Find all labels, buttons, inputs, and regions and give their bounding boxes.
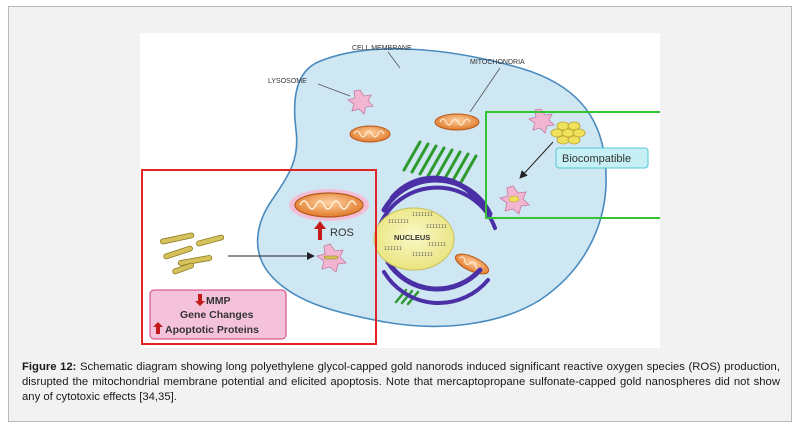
golgi-apparatus	[378, 175, 497, 305]
red-outline-box	[141, 169, 377, 345]
lysosome-right	[528, 108, 555, 134]
svg-text:IIIIIII: IIIIIII	[426, 224, 447, 230]
mmp-label: MMP	[206, 295, 231, 307]
figure-caption: Figure 12: Schematic diagram showing lon…	[22, 360, 780, 416]
mitochondrion-top-right	[434, 113, 480, 131]
lysosome-pointer	[317, 83, 351, 97]
ros-label: ROS	[330, 227, 354, 239]
toxic-effects-panel: MMP Gene Changes Apoptotic Proteins	[149, 289, 287, 340]
svg-text:IIIIII: IIIIII	[428, 242, 446, 248]
biocompatible-label: Biocompatible	[562, 153, 631, 165]
lysosome-with-nanorods	[316, 243, 347, 273]
gene-changes-label: Gene Changes	[180, 309, 254, 321]
nanosphere-uptake-arrow	[519, 141, 554, 179]
apoptotic-proteins-label: Apoptotic Proteins	[165, 324, 259, 336]
ros-indicator: ROS	[314, 221, 354, 240]
svg-text:IIIIII: IIIIII	[384, 246, 402, 252]
endoplasmic-reticulum	[402, 140, 478, 186]
caption-label: Figure 12:	[22, 361, 77, 373]
lysosome-top	[347, 89, 374, 115]
lysosome-with-nanospheres	[499, 185, 530, 215]
green-outline-box	[485, 111, 660, 219]
cell-membrane-label: CELL MEMBRANE	[352, 45, 412, 52]
nanosphere-cluster	[550, 121, 586, 145]
svg-text:IIIIIII: IIIIIII	[412, 252, 433, 258]
svg-text:IIIIIII: IIIIIII	[412, 212, 433, 218]
nucleus: IIIIIII IIIIIII IIIIIII IIIIII IIIIIII I…	[373, 207, 455, 271]
mitochondria-label: MITOCHONDRIA	[470, 59, 525, 66]
ros-up-arrow-icon	[314, 221, 326, 240]
mitochondrion-left	[349, 125, 391, 143]
caption-text: Schematic diagram showing long polyethyl…	[22, 361, 780, 403]
cell-membrane-pointer	[387, 51, 401, 69]
mmp-down-arrow-icon	[195, 294, 205, 306]
lysosome-label: LYSOSOME	[268, 78, 307, 85]
svg-text:IIIIIII: IIIIIII	[388, 219, 409, 225]
biocompatible-badge: Biocompatible	[555, 147, 649, 169]
nanorod-cluster	[160, 232, 225, 275]
mitochondria-pointer	[469, 67, 501, 113]
apoptotic-up-arrow-icon	[153, 322, 163, 334]
damaged-mitochondrion	[289, 189, 369, 221]
nucleus-label: NUCLEUS	[394, 233, 430, 242]
